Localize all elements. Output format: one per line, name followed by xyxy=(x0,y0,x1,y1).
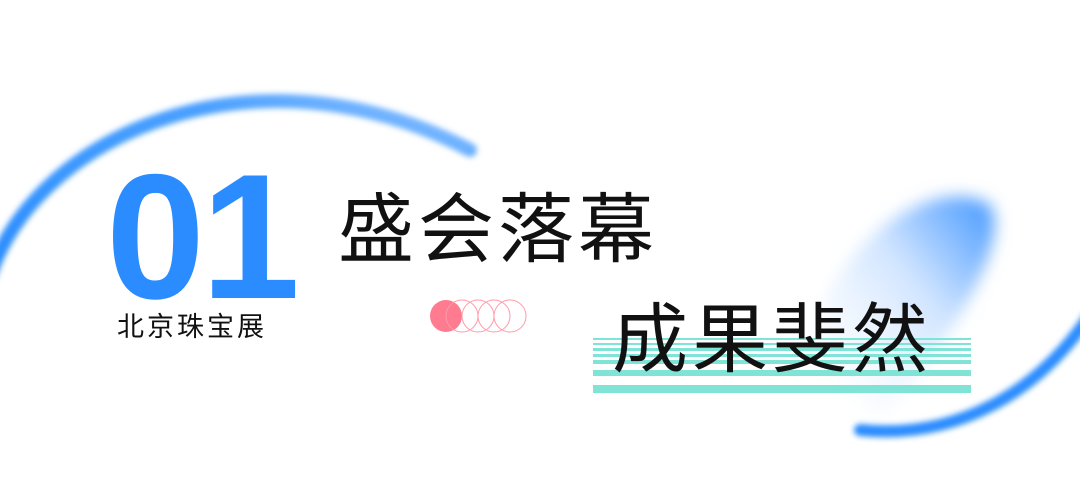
decorative-circles xyxy=(430,299,527,333)
section-number: 01 xyxy=(106,137,300,336)
subtitle: 北京珠宝展 xyxy=(117,312,267,343)
title-line-1: 盛会落幕 xyxy=(338,185,658,274)
title-line-2: 成果斐然 xyxy=(612,295,932,384)
decorative-stripes xyxy=(593,338,971,394)
